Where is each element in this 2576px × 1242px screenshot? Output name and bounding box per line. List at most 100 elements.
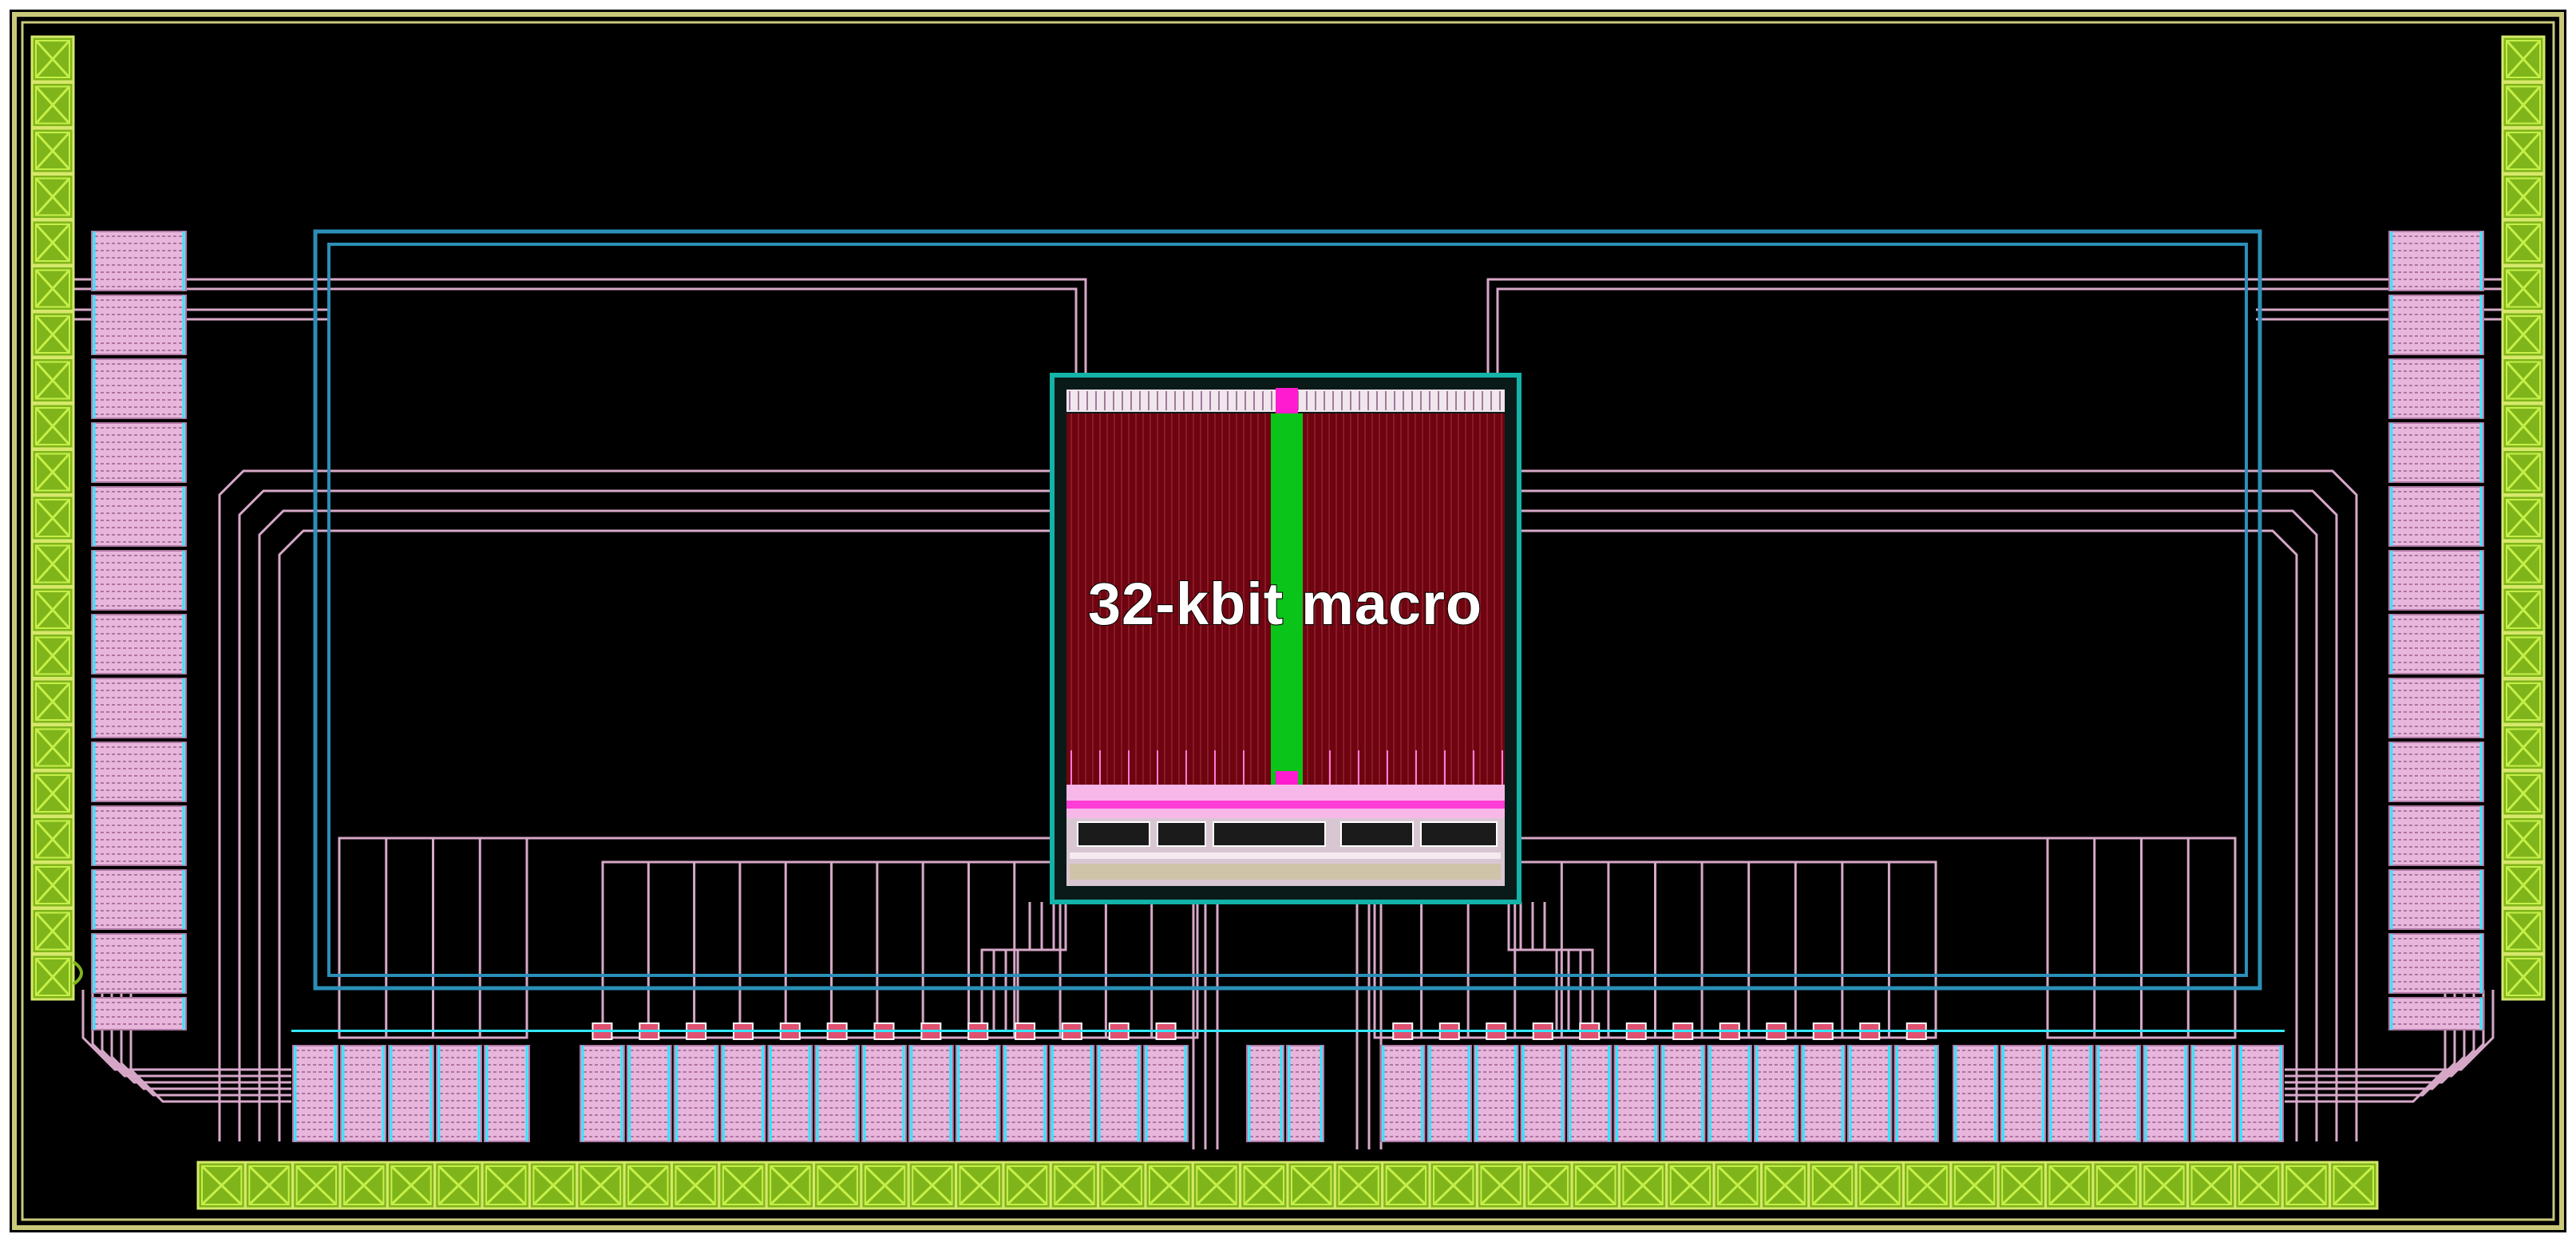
bond-pad bbox=[2329, 1161, 2379, 1210]
io-cell-right bbox=[2388, 231, 2484, 291]
bond-pad bbox=[860, 1161, 910, 1210]
bond-pad bbox=[196, 1161, 247, 1210]
bond-pad bbox=[30, 265, 75, 312]
io-cell-bottom bbox=[1143, 1022, 1189, 1142]
route-trace bbox=[2285, 990, 2495, 1071]
io-cell-bottom bbox=[2238, 1045, 2284, 1142]
bond-pad bbox=[813, 1161, 863, 1210]
bond-pad bbox=[30, 769, 75, 817]
route-trace bbox=[81, 990, 291, 1071]
bond-pad bbox=[528, 1161, 579, 1210]
bond-pad bbox=[1902, 1161, 1953, 1210]
io-cell-bottom bbox=[436, 1045, 482, 1142]
io-cell-bottom bbox=[2095, 1045, 2142, 1142]
io-cell-right bbox=[2388, 742, 2484, 802]
bond-pad bbox=[481, 1161, 531, 1210]
bond-pad bbox=[30, 494, 75, 542]
io-cell-left bbox=[91, 933, 187, 994]
io-cell-left bbox=[91, 486, 187, 547]
bond-pad bbox=[1097, 1161, 1147, 1210]
bond-pad bbox=[30, 540, 75, 587]
macro-center-top-accent bbox=[1276, 388, 1298, 413]
io-cell-bottom bbox=[1096, 1022, 1142, 1142]
io-cell-left bbox=[91, 295, 187, 355]
bond-pad bbox=[765, 1161, 816, 1210]
bond-pad bbox=[670, 1161, 721, 1210]
core-ring bbox=[313, 229, 2262, 991]
core-ring-outer bbox=[313, 229, 2262, 991]
bond-pad bbox=[30, 449, 75, 496]
bond-pad bbox=[955, 1161, 1005, 1210]
bond-pad bbox=[1049, 1161, 1100, 1210]
bond-pad bbox=[2501, 35, 2546, 83]
bond-pad bbox=[1617, 1161, 1668, 1210]
bond-pad bbox=[30, 219, 75, 267]
io-cell-left bbox=[91, 550, 187, 611]
bond-pad bbox=[1333, 1161, 1384, 1210]
io-cell-bottom bbox=[1426, 1022, 1472, 1142]
io-cell-bottom bbox=[1049, 1022, 1095, 1142]
pad-marker bbox=[72, 960, 83, 986]
bond-pad bbox=[718, 1161, 768, 1210]
io-cell-bottom bbox=[484, 1045, 530, 1142]
bond-pad bbox=[30, 586, 75, 634]
io-cell-bottom bbox=[292, 1045, 338, 1142]
bond-pad bbox=[2091, 1161, 2142, 1210]
bond-pad bbox=[2501, 816, 2546, 863]
macro-center-strip bbox=[1271, 413, 1303, 785]
die-boundary-inner bbox=[21, 21, 2555, 1221]
io-cell-bottom bbox=[1800, 1022, 1846, 1142]
io-cell-right bbox=[2388, 869, 2484, 930]
io-cell-bottom bbox=[1380, 1022, 1426, 1142]
bond-pad bbox=[1570, 1161, 1620, 1210]
bond-pad bbox=[30, 173, 75, 220]
io-cell-bottom bbox=[1002, 1022, 1048, 1142]
bond-pad bbox=[1996, 1161, 2048, 1210]
io-cell-bottom bbox=[580, 1022, 625, 1142]
bond-pad bbox=[1712, 1161, 1763, 1210]
io-cell-left bbox=[91, 869, 187, 930]
io-cell-bottom bbox=[955, 1022, 1001, 1142]
bond-pad bbox=[2501, 81, 2546, 129]
route-trace bbox=[1519, 529, 2298, 1141]
bond-pad bbox=[1239, 1161, 1289, 1210]
route-trace bbox=[218, 469, 1052, 1141]
bond-pad bbox=[1428, 1161, 1478, 1210]
bond-pad bbox=[2501, 769, 2546, 817]
route-trace bbox=[327, 278, 1087, 375]
bond-pad bbox=[291, 1161, 342, 1210]
io-cell-bottom bbox=[673, 1022, 719, 1142]
io-cell-bottom bbox=[767, 1022, 813, 1142]
bond-pad bbox=[243, 1161, 295, 1210]
bond-pad bbox=[2501, 861, 2546, 909]
bond-pad bbox=[2501, 449, 2546, 496]
io-cell-bottom bbox=[908, 1022, 954, 1142]
bond-pad bbox=[433, 1161, 484, 1210]
io-cell-left bbox=[91, 742, 187, 802]
bond-pad bbox=[30, 724, 75, 771]
io-cell-bottom bbox=[814, 1022, 861, 1142]
bond-pad bbox=[2501, 219, 2546, 267]
io-cell-bottom bbox=[2143, 1045, 2189, 1142]
io-cell-right bbox=[2388, 678, 2484, 738]
bond-pad bbox=[30, 402, 75, 450]
io-cell-right bbox=[2388, 614, 2484, 674]
io-cell-bottom bbox=[1660, 1022, 1706, 1142]
io-cell-left bbox=[91, 805, 187, 866]
bond-pad bbox=[2186, 1161, 2237, 1210]
route-trace bbox=[327, 287, 1078, 375]
macro-label: 32-kbit macro bbox=[1088, 571, 1482, 637]
bond-pad bbox=[30, 953, 75, 1001]
io-cell-left bbox=[91, 231, 187, 291]
io-cell-bottom bbox=[1754, 1022, 1799, 1142]
io-cell-bottom bbox=[2000, 1045, 2047, 1142]
io-cell-right bbox=[2388, 550, 2484, 611]
io-row-rail bbox=[291, 1030, 2285, 1032]
io-cell-bottom bbox=[2190, 1045, 2237, 1142]
route-trace bbox=[1519, 469, 2358, 1141]
bond-pad bbox=[2501, 953, 2546, 1001]
io-cell-bottom bbox=[1520, 1022, 1565, 1142]
bond-pad bbox=[2501, 402, 2546, 450]
core-ring-inner bbox=[327, 243, 2248, 977]
